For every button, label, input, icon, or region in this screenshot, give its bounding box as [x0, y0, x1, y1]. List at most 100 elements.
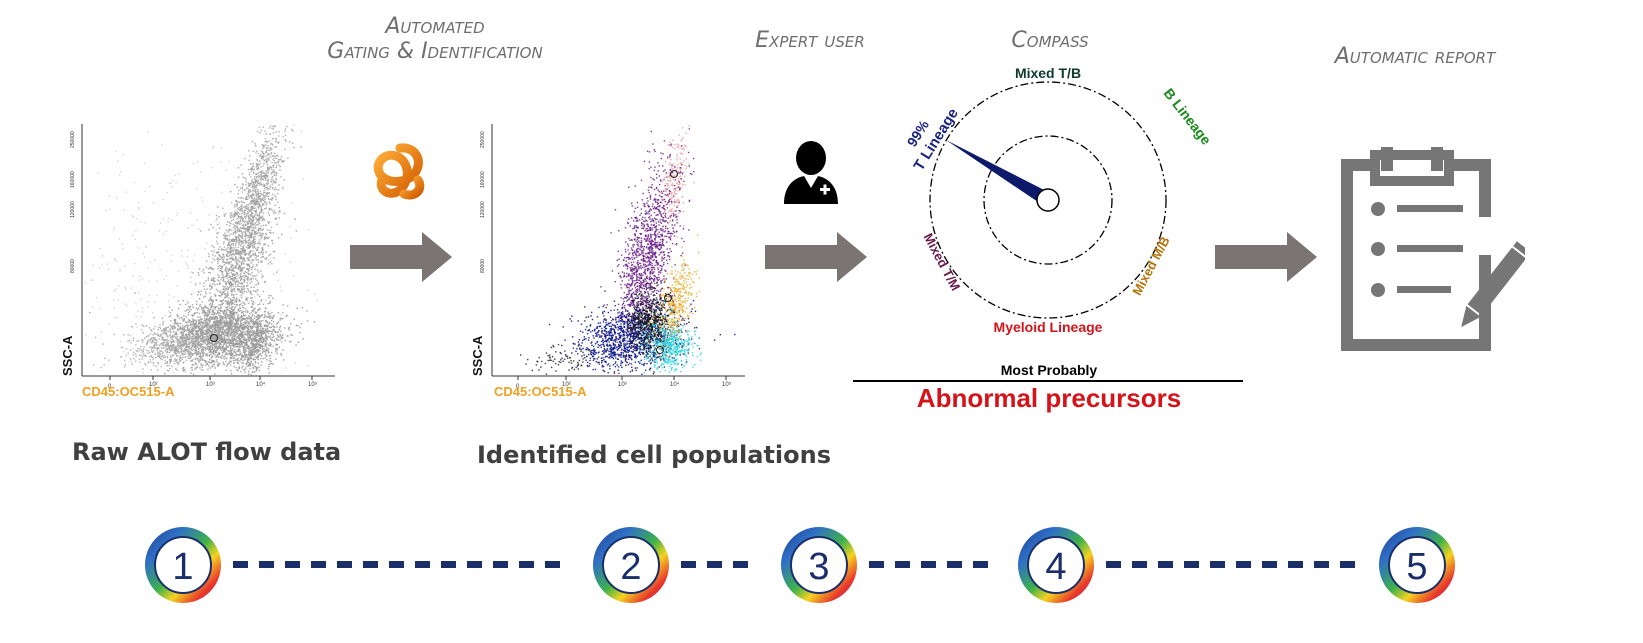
timeline-dash — [733, 561, 748, 568]
compass-label-mixed-mb: Mixed M/B — [1129, 234, 1172, 298]
raw-caption: Raw ALOT flow data — [72, 438, 342, 466]
conclusion-divider — [853, 380, 1243, 382]
compass-outer-ring — [929, 81, 1167, 319]
raw-y-tick-1: 160000 — [70, 171, 76, 188]
id-y-tick-0: 250000 — [480, 131, 486, 148]
gating-title-line2: Gating & Identification — [327, 39, 543, 64]
id-marker-black — [632, 312, 640, 320]
id-x-tick-3: 10⁴ — [670, 381, 680, 388]
raw-x-tick-3: 10⁴ — [256, 381, 266, 388]
step-number-4: 4 — [1045, 546, 1066, 588]
timeline-dash — [233, 561, 248, 568]
step-number-1: 1 — [172, 546, 193, 588]
timeline-dash — [947, 561, 962, 568]
raw-y-tick-3: 80000 — [70, 259, 76, 273]
timeline-dash — [1132, 561, 1147, 568]
compass-label-mixed-tb: Mixed T/B — [1015, 65, 1081, 81]
raw-x-tick-0: 0 — [108, 384, 112, 390]
raw-scatter-svg: 0 10² 10³ 10⁴ 10⁵ 250000 160000 120000 8… — [70, 124, 335, 390]
id-x-tick-0: 0 — [516, 384, 520, 390]
raw-x-tick-4: 10⁵ — [308, 381, 318, 388]
compass-chart: Mixed T/B B Lineage Mixed M/B Myeloid Li… — [904, 65, 1210, 335]
step-number-2: 2 — [620, 546, 641, 588]
id-y-tick-3: 80000 — [480, 259, 486, 273]
identified-flow-plot: 0 10² 10³ 10⁴ 10⁵ 250000 160000 120000 8… — [470, 118, 760, 403]
arrow-right-icon — [350, 232, 452, 282]
timeline-dash — [467, 561, 482, 568]
gating-title-line1: Automated — [385, 14, 485, 39]
raw-y-axis-label: SSC-A — [60, 335, 75, 376]
timeline-dash — [545, 561, 560, 568]
step-badge-2: 2 — [593, 527, 669, 603]
timeline-dash — [519, 561, 534, 568]
timeline-dash — [363, 561, 378, 568]
identified-y-axis-label: SSC-A — [470, 335, 485, 376]
expert-title: Expert user — [755, 28, 865, 53]
timeline-dash — [1106, 561, 1121, 568]
timeline-dash — [895, 561, 910, 568]
id-x-tick-1: 10² — [562, 382, 571, 388]
compass-hub — [1036, 188, 1060, 212]
step-badge-1: 1 — [145, 527, 221, 603]
raw-flow-plot: 0 10² 10³ 10⁴ 10⁵ 250000 160000 120000 8… — [60, 118, 350, 403]
compass-label-b-lineage: B Lineage — [1161, 85, 1210, 148]
step-badge-3: 3 — [781, 527, 857, 603]
report-title: Automatic report — [1334, 44, 1496, 69]
raw-x-tick-2: 10³ — [206, 382, 215, 388]
id-marker-purple — [627, 322, 635, 330]
raw-x-axis-label: CD45:OC515-A — [82, 384, 175, 399]
compass-needle — [946, 140, 1052, 206]
id-x-tick-4: 10⁵ — [722, 381, 732, 388]
raw-y-tick-0: 250000 — [70, 131, 76, 148]
timeline-dash — [1158, 561, 1173, 568]
timeline-dash — [415, 561, 430, 568]
id-y-tick-1: 160000 — [480, 171, 486, 188]
raw-y-tick-2: 120000 — [70, 201, 76, 218]
step-number-3: 3 — [808, 546, 829, 588]
timeline-dash — [493, 561, 508, 568]
raw-x-tick-1: 10² — [149, 382, 158, 388]
timeline-dash — [441, 561, 456, 568]
identified-scatter-svg: 0 10² 10³ 10⁴ 10⁵ 250000 160000 120000 8… — [480, 124, 745, 390]
doctor-icon — [784, 141, 838, 204]
timeline-dash — [389, 561, 404, 568]
timeline: 1 2 3 4 5 — [145, 527, 1455, 603]
id-marker-blue — [620, 336, 628, 344]
timeline-dash — [1184, 561, 1199, 568]
arrow-right-icon — [765, 232, 867, 282]
raw-gate-marker — [210, 334, 218, 342]
compass-label-mixed-tm: Mixed T/M — [921, 231, 964, 294]
timeline-dash — [869, 561, 884, 568]
step-badge-4: 4 — [1018, 527, 1094, 603]
compass-title: Compass — [1011, 28, 1089, 53]
step-badge-5: 5 — [1379, 527, 1455, 603]
timeline-dashes — [233, 561, 1355, 568]
timeline-dash — [1314, 561, 1329, 568]
timeline-dash — [1262, 561, 1277, 568]
timeline-dash — [921, 561, 936, 568]
gating-title: Automated Gating & Identification — [300, 14, 570, 64]
step-number-5: 5 — [1406, 546, 1427, 588]
id-y-tick-2: 120000 — [480, 201, 486, 218]
timeline-dash — [681, 561, 696, 568]
arrow-right-icon — [1215, 232, 1317, 282]
timeline-dash — [707, 561, 722, 568]
id-x-tick-2: 10³ — [618, 382, 627, 388]
timeline-dash — [1210, 561, 1225, 568]
timeline-dash — [259, 561, 274, 568]
compass-label-myeloid: Myeloid Lineage — [994, 319, 1103, 335]
conclusion-value: Abnormal precursors — [916, 383, 1182, 413]
knot-logo-icon — [373, 143, 425, 200]
timeline-dash — [973, 561, 988, 568]
timeline-dash — [1340, 561, 1355, 568]
conclusion-label: Most Probably — [1000, 362, 1098, 378]
identified-caption: Identified cell populations — [477, 441, 831, 469]
id-marker-pink — [670, 170, 678, 178]
timeline-dash — [285, 561, 300, 568]
id-marker-cyan — [656, 346, 664, 354]
identified-x-axis-label: CD45:OC515-A — [494, 384, 587, 399]
timeline-dash — [1288, 561, 1303, 568]
timeline-dash — [1236, 561, 1251, 568]
id-marker-orange — [664, 294, 672, 302]
timeline-dash — [311, 561, 326, 568]
